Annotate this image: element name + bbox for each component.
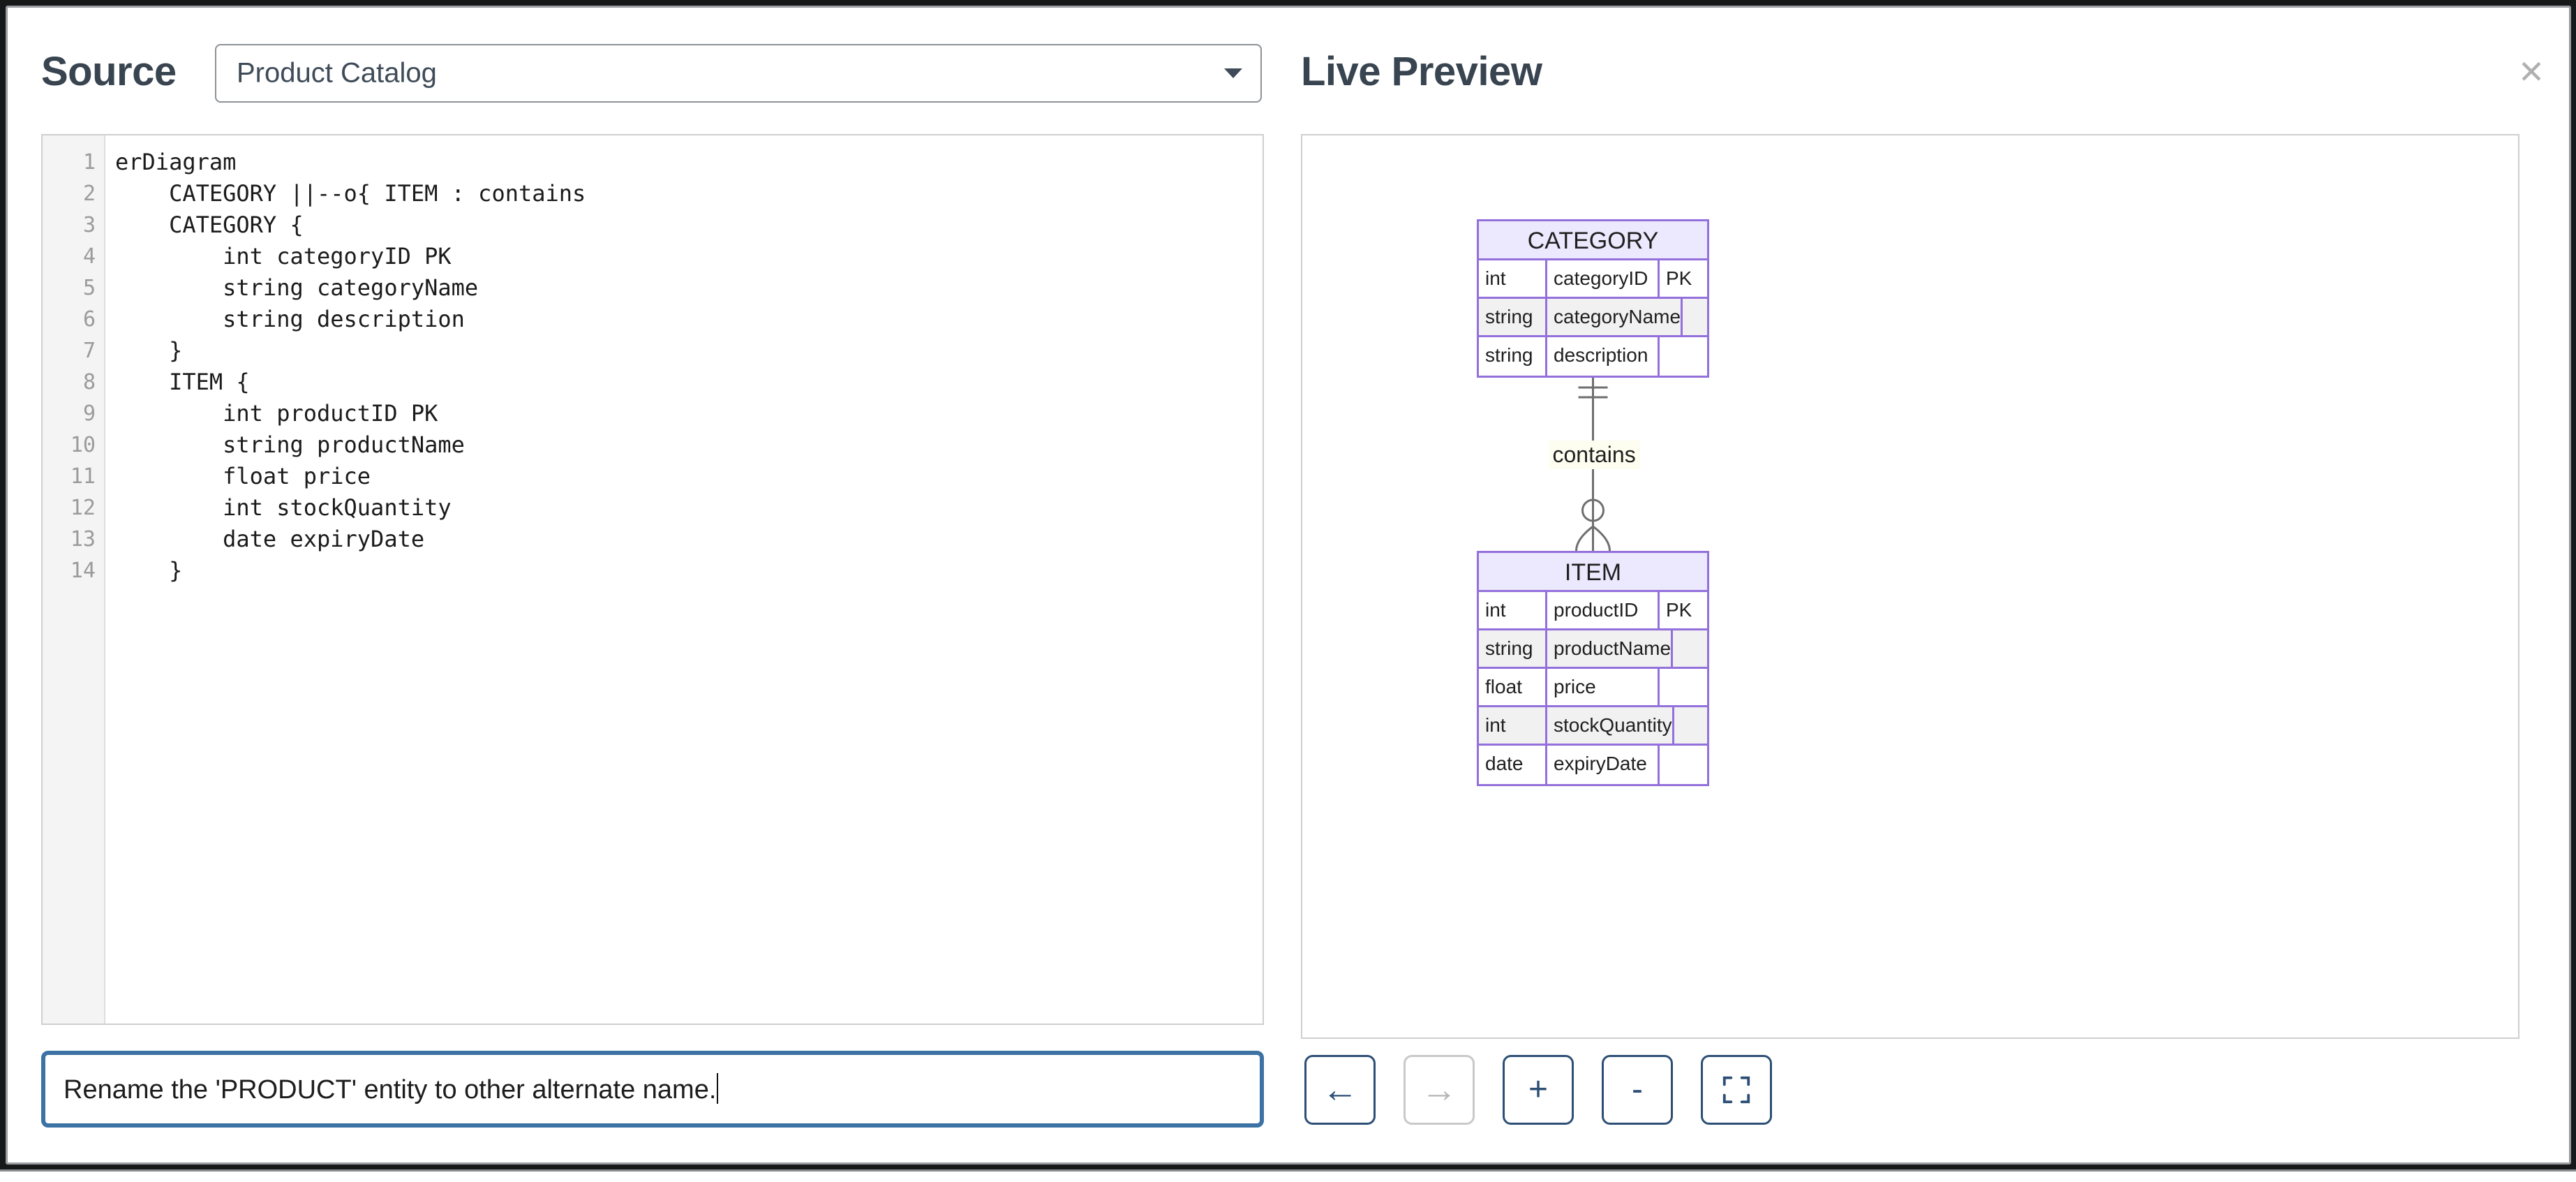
code-line: ITEM { [115,369,250,395]
prompt-input-value: Rename the 'PRODUCT' entity to other alt… [45,1073,719,1105]
chevron-down-icon [1224,68,1242,78]
line-number: 1 [82,150,96,175]
source-panel-title: Source [41,49,177,94]
prompt-input[interactable]: Rename the 'PRODUCT' entity to other alt… [41,1051,1264,1128]
line-number: 13 [70,527,96,552]
code-line: } [115,557,183,584]
attribute-name: categoryID [1547,260,1660,297]
preview-panel-title: Live Preview [1301,49,1542,94]
line-number: 9 [82,401,96,426]
attribute-name: expiryDate [1547,746,1660,784]
attribute-key: PK [1666,267,1692,289]
arrow-left-icon: ← [1322,1070,1358,1110]
line-number: 14 [70,559,96,583]
attribute-name: productName [1547,630,1674,667]
code-line: CATEGORY ||--o{ ITEM : contains [115,180,586,207]
plus-icon: + [1528,1071,1549,1108]
text-cursor [717,1073,719,1104]
line-number: 6 [82,307,96,332]
attribute-type: string [1479,630,1547,667]
code-line: float price [115,463,371,489]
line-number: 7 [82,339,96,363]
line-number: 2 [82,182,96,206]
attribute-type: date [1479,746,1547,784]
code-line: int categoryID PK [115,243,452,269]
preview-toolbar: ← → + - [1304,1055,1772,1125]
code-line: } [115,337,183,364]
line-number: 4 [82,244,96,269]
source-select[interactable]: Product Catalog [215,44,1262,103]
fit-screen-button[interactable] [1701,1055,1772,1125]
entity-title: ITEM [1479,553,1707,592]
relationship-label: contains [1548,441,1640,469]
forward-button: → [1404,1055,1475,1125]
attribute-name: price [1547,669,1660,705]
close-icon[interactable]: ✕ [2510,51,2552,93]
attribute-type: string [1479,337,1547,376]
modal-header: Source Product Catalog Live Preview ✕ [8,8,2569,125]
attribute-key [1660,337,1707,376]
attribute-type: string [1479,299,1547,335]
attribute-name: productID [1547,592,1660,628]
attribute-type: float [1479,669,1547,705]
zoom-out-button[interactable]: - [1602,1055,1673,1125]
editor-code-area[interactable]: erDiagram CATEGORY ||--o{ ITEM : contain… [105,135,1263,1024]
attribute-name: description [1547,337,1660,376]
code-line: string categoryName [115,274,479,301]
source-select-value: Product Catalog [237,57,437,89]
fit-screen-icon [1722,1076,1750,1104]
attribute-type: int [1479,592,1547,628]
line-number: 10 [70,433,96,457]
code-line: string productName [115,431,465,458]
code-line: erDiagram [115,149,237,175]
attribute-key [1660,669,1707,705]
attribute-type: int [1479,707,1547,744]
attribute-key: PK [1666,599,1692,621]
line-number: 11 [70,464,96,489]
attribute-key [1673,630,1720,667]
minus-icon: - [1632,1071,1643,1108]
code-line: int productID PK [115,400,438,427]
back-button[interactable]: ← [1304,1055,1376,1125]
zero-marker-circle [1581,498,1605,522]
zoom-in-button[interactable]: + [1503,1055,1574,1125]
line-number: 3 [82,213,96,237]
attribute-name: stockQuantity [1547,707,1674,744]
background-page-strip [0,1169,2576,1182]
attribute-key [1674,707,1722,744]
attribute-key [1683,299,1730,335]
line-number: 12 [70,496,96,520]
attribute-type: int [1479,260,1547,297]
attribute-key [1660,746,1707,784]
crowsfoot-left [1575,525,1594,552]
attribute-name: categoryName [1547,299,1683,335]
code-line: CATEGORY { [115,212,304,238]
code-line: string description [115,306,465,332]
line-number: 5 [82,276,96,300]
code-line: date expiryDate [115,526,425,552]
entity-title: CATEGORY [1479,221,1707,260]
code-line: int stockQuantity [115,494,452,521]
line-number: 8 [82,370,96,394]
arrow-right-icon: → [1421,1070,1457,1110]
crowsfoot-right [1592,525,1611,552]
